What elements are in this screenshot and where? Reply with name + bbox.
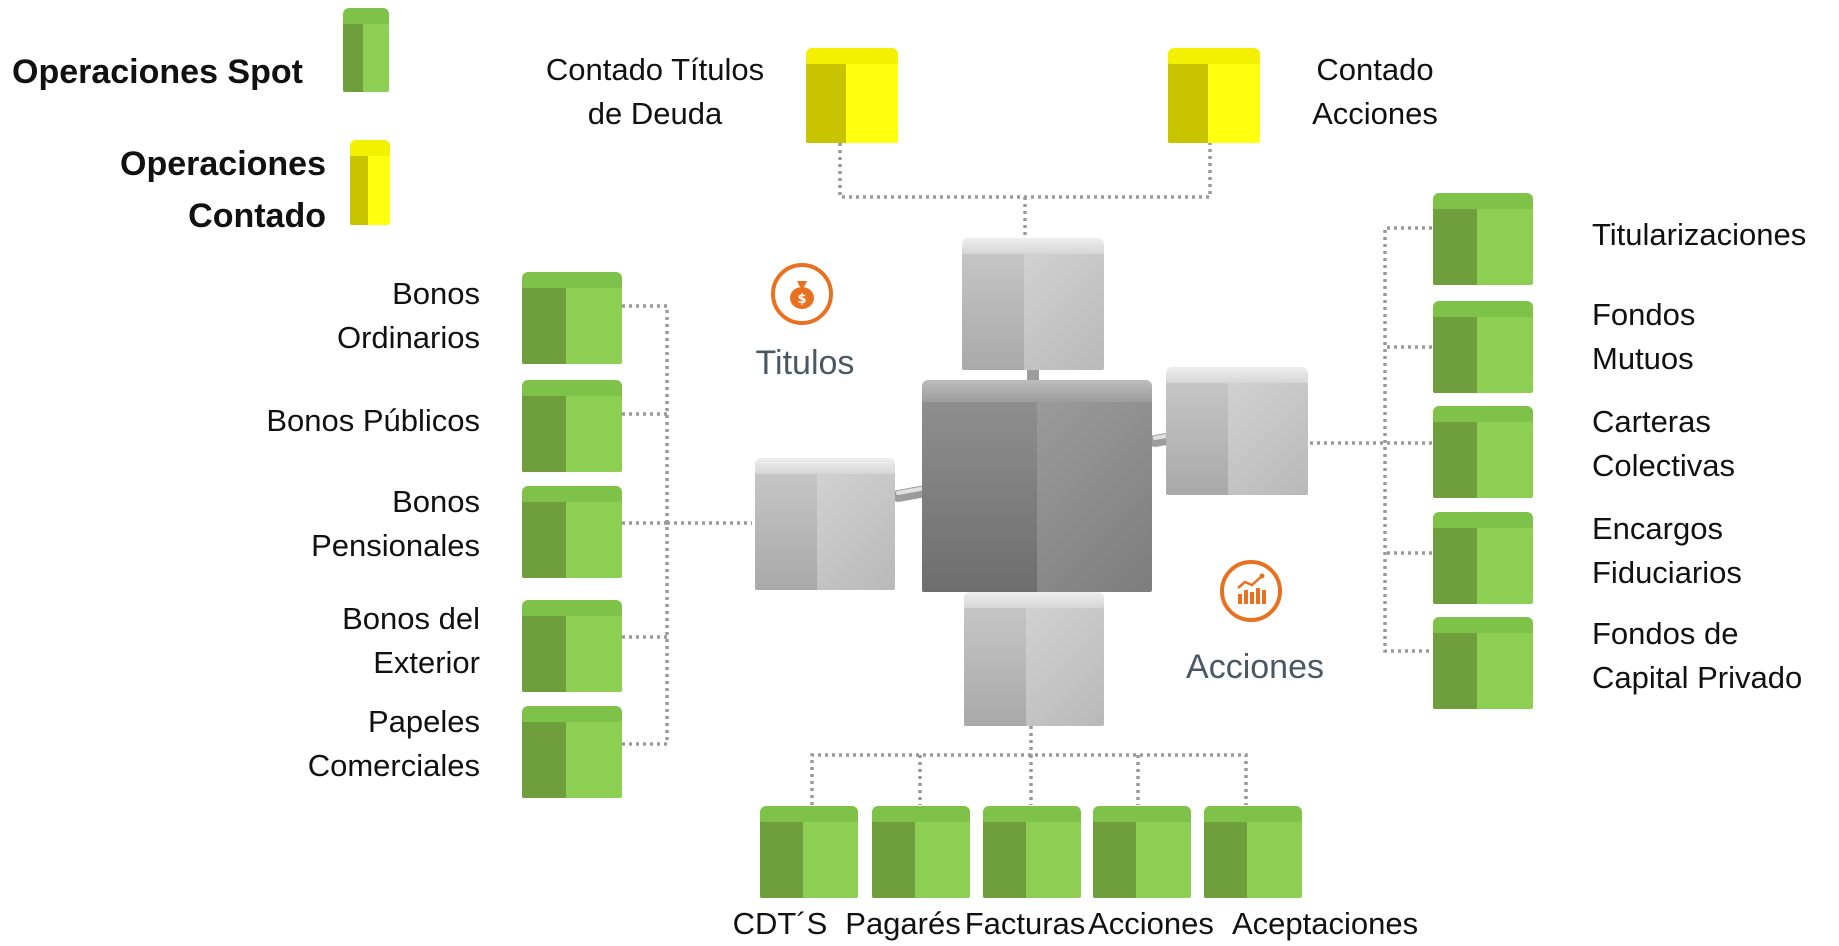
cube-aceptaciones	[1204, 806, 1302, 898]
bottom-item-label: CDT´S	[732, 906, 828, 941]
cube-carteras-colectivas	[1433, 406, 1533, 498]
legend-spot-label: Operaciones Spot	[12, 53, 303, 91]
cube-cdts	[760, 806, 858, 898]
category-acciones: Acciones	[1186, 648, 1324, 686]
cube-fondos-mutuos	[1433, 301, 1533, 393]
bottom-item-label: Acciones	[1088, 906, 1214, 941]
cube-encargos-fiduciarios	[1433, 512, 1533, 604]
cube-titularizaciones	[1433, 193, 1533, 285]
cube-contado-acciones	[1168, 48, 1260, 143]
legend-contado-swatch	[350, 140, 390, 225]
cube-bonos-ordinarios	[522, 272, 622, 364]
cube-left-grey	[755, 458, 895, 590]
cube-right-grey	[1166, 367, 1308, 495]
cube-contado-titulos-deuda	[806, 48, 898, 143]
money-bag-icon: $	[771, 263, 833, 325]
bottom-item-label: Facturas	[964, 906, 1086, 941]
cube-top-grey	[962, 238, 1104, 370]
legend-contado-label: Operaciones Contado	[120, 145, 326, 235]
top-label-titulos-deuda: Contado Títulos de Deuda	[545, 52, 765, 131]
top-label-acciones: Contado Acciones	[1312, 52, 1438, 131]
bar-chart-growth-icon	[1220, 560, 1282, 622]
cube-bonos-pensionales	[522, 486, 622, 578]
cube-papeles-comerciales	[522, 706, 622, 798]
category-titulos: Titulos	[755, 344, 855, 382]
bottom-item-label: Aceptaciones	[1232, 906, 1419, 941]
cube-acciones-bottom	[1093, 806, 1191, 898]
legend-spot-swatch	[343, 8, 389, 92]
cube-facturas	[983, 806, 1081, 898]
cube-bottom-grey	[964, 592, 1104, 726]
left-item-label: Bonos Públicos	[266, 403, 480, 438]
right-item-label: Titularizaciones	[1592, 217, 1807, 252]
bottom-item-label: Pagarés	[845, 906, 961, 941]
svg-text:$: $	[797, 292, 806, 307]
cube-pagares	[872, 806, 970, 898]
cube-bonos-exterior	[522, 600, 622, 692]
cube-fondos-capital-privado	[1433, 617, 1533, 709]
cube-bonos-publicos	[522, 380, 622, 472]
cube-center	[922, 380, 1152, 592]
